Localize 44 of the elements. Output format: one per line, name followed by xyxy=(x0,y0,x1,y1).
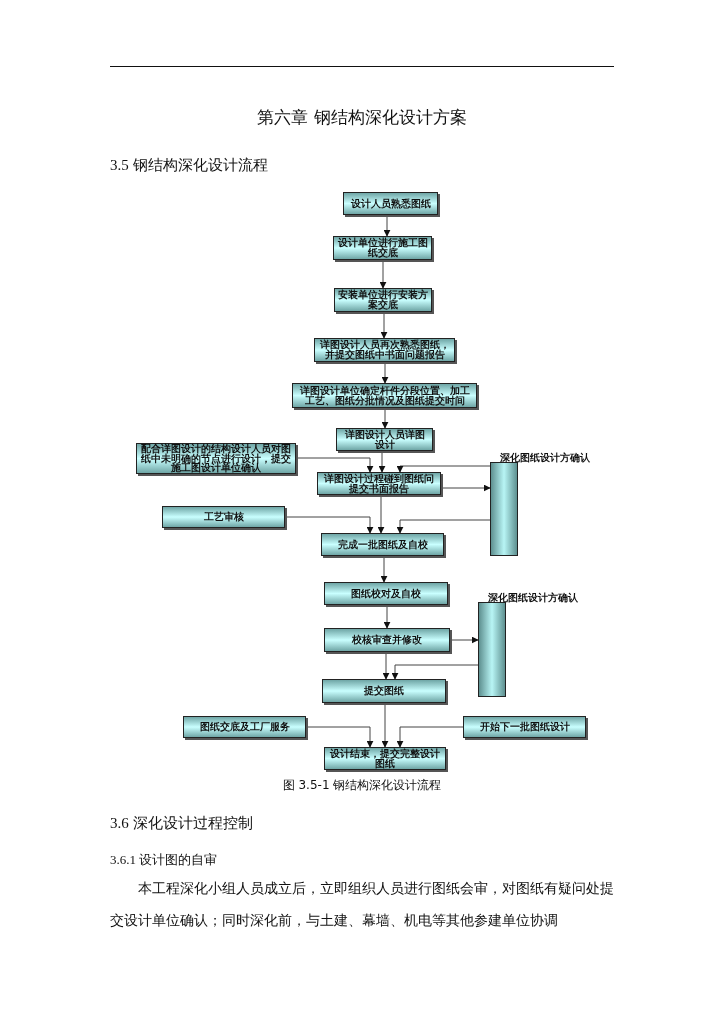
process-box: 提交图纸 xyxy=(322,679,446,703)
bar-label: 深化图纸设计方确认 xyxy=(500,452,590,465)
process-box: 开始下一批图纸设计 xyxy=(463,716,586,738)
arrow xyxy=(284,516,374,534)
arrow xyxy=(391,664,479,680)
chapter-heading: 第六章 钢结构深化设计方案 xyxy=(256,106,468,129)
arrow xyxy=(380,555,388,583)
process-box: 工艺审核 xyxy=(162,506,285,528)
bar-label: 深化图纸设计方确认 xyxy=(488,592,578,605)
body-paragraph: 本工程深化小组人员成立后，立即组织人员进行图纸会审，对图纸有疑问处提交设计单位确认；同时深化前，与土建、幕墙、机电等其他参建单位协调 xyxy=(110,880,614,930)
process-box: 详图设计单位确定杆件分段位置、加工工艺、图纸分批情况及图纸提交时间 xyxy=(292,383,477,408)
arrow xyxy=(381,361,389,384)
section-heading: 3.6 深化设计过程控制 xyxy=(110,814,253,833)
process-box: 详图设计过程碰到图纸问提交书面报告 xyxy=(317,472,441,495)
arrow xyxy=(382,651,390,680)
arrow xyxy=(381,702,389,748)
arrow xyxy=(379,259,387,289)
arrow xyxy=(380,311,388,339)
process-box: 图纸交底及工厂服务 xyxy=(183,716,306,738)
process-box: 安装单位进行安装方案交底 xyxy=(334,288,432,312)
figure-caption: 图 3.5-1 钢结构深化设计流程 xyxy=(281,777,443,794)
process-box: 设计结束，提交完整设计图纸 xyxy=(324,747,446,770)
process-box: 详图设计人员详图设计 xyxy=(336,428,433,451)
arrow xyxy=(383,604,391,629)
process-box: 设计单位进行施工图纸交底 xyxy=(333,236,432,260)
arrow xyxy=(383,214,391,237)
arrow xyxy=(396,726,464,748)
arrow xyxy=(305,726,374,748)
arrow xyxy=(449,636,479,644)
process-box: 完成一批图纸及自校 xyxy=(321,533,444,556)
arrow xyxy=(377,494,385,534)
process-box: 配合详图设计的结构设计人员对图纸中未明确的节点进行设计，提交施工图设计单位确认 xyxy=(136,443,296,474)
subsection-heading: 3.6.1 设计图的自审 xyxy=(110,851,218,869)
process-box: 图纸校对及自校 xyxy=(324,582,448,605)
arrow xyxy=(396,465,491,473)
arrow xyxy=(396,519,491,534)
process-box: 设计人员熟悉图纸 xyxy=(343,192,438,215)
process-box: 详图设计人员再次熟悉图纸，并提交图纸中书面问题报告 xyxy=(314,338,455,362)
section-heading: 3.5 钢结构深化设计流程 xyxy=(110,156,268,175)
arrow xyxy=(378,450,386,473)
arrow xyxy=(381,407,389,429)
arrow xyxy=(440,484,491,492)
arrow xyxy=(295,457,374,473)
process-box: 校核审查并修改 xyxy=(324,628,450,652)
